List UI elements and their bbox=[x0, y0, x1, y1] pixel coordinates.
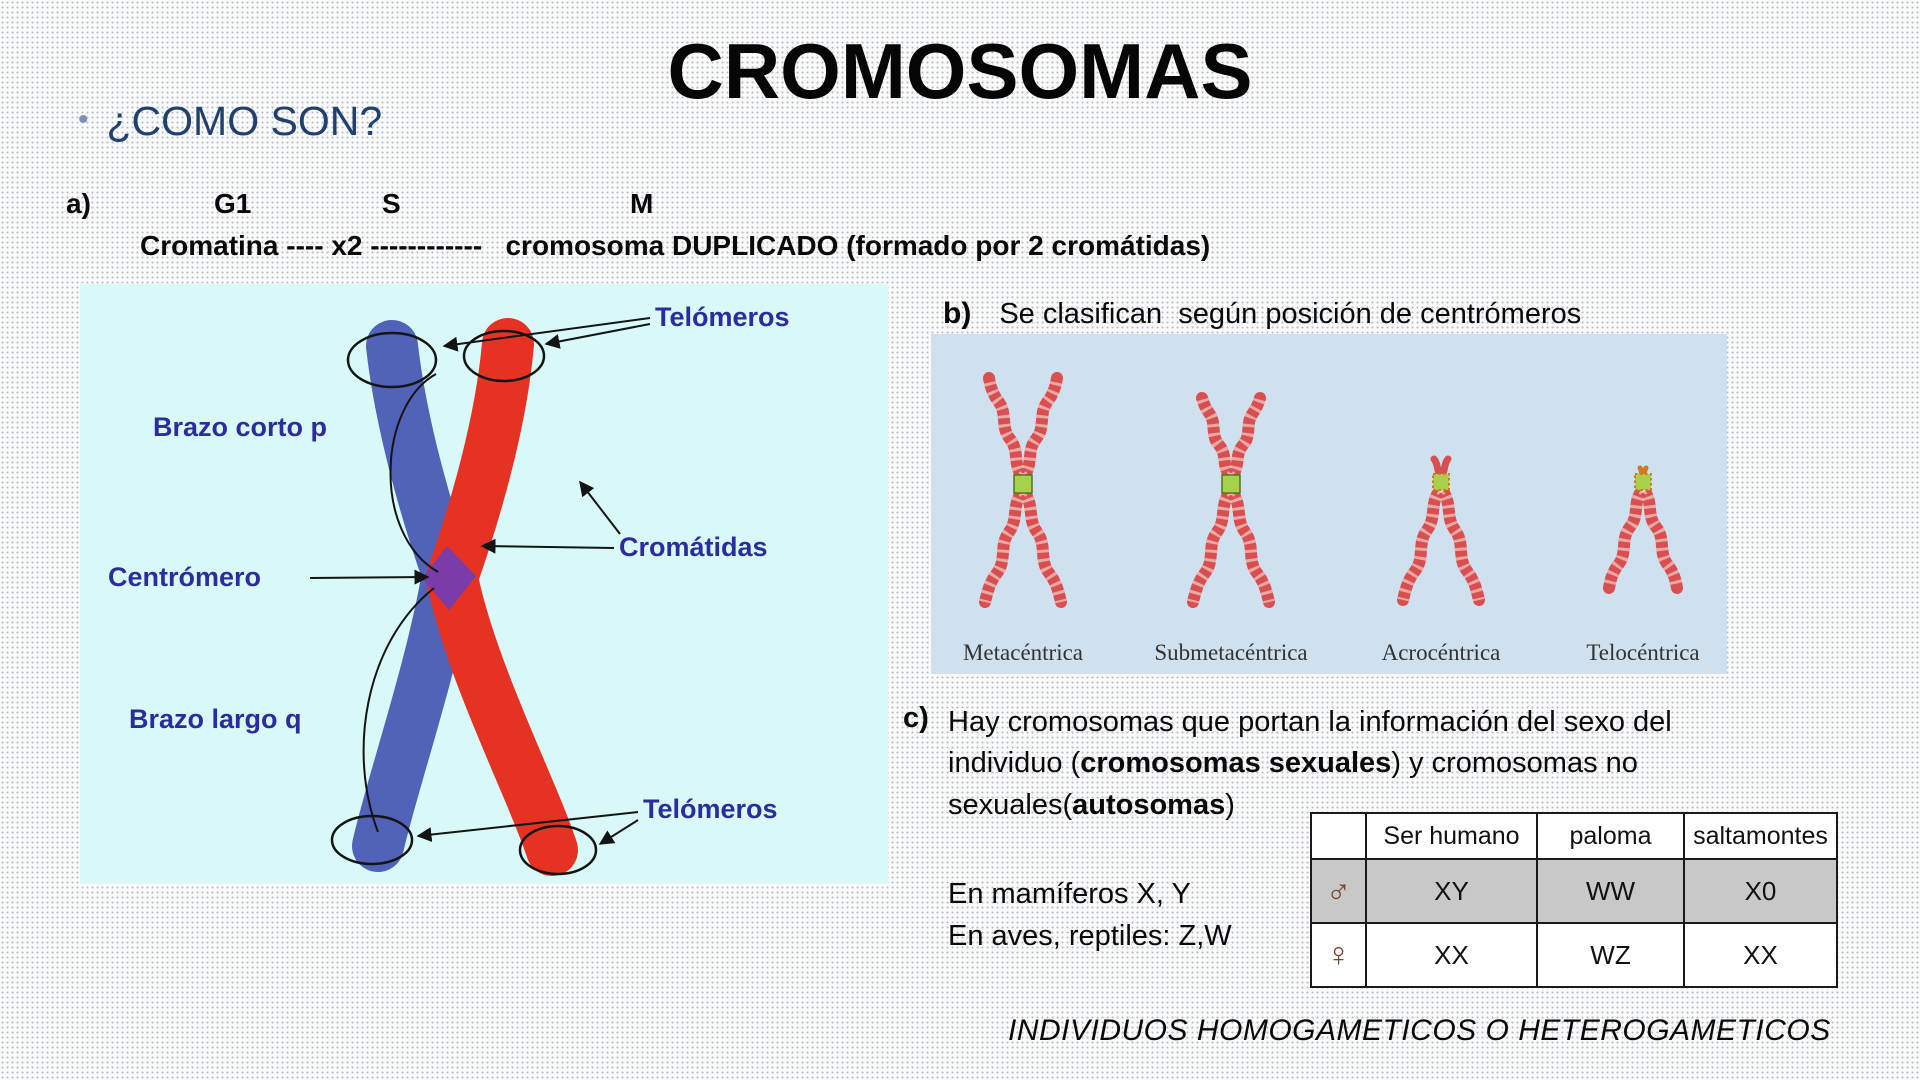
red-chromatid bbox=[425, 318, 578, 876]
cell-male-saltamontes: X0 bbox=[1683, 858, 1838, 924]
arrow-telomeros-top-2 bbox=[544, 323, 651, 349]
page-title: CROMOSOMAS bbox=[667, 27, 1253, 115]
long-arm-bracket bbox=[362, 587, 435, 833]
cell-male-paloma: WW bbox=[1536, 858, 1685, 924]
label-telomeros-bottom: Telómeros bbox=[643, 794, 778, 824]
centromere-shape bbox=[422, 546, 476, 610]
label-brazo-largo: Brazo largo q bbox=[129, 704, 302, 734]
telomere-ellipse-top-right bbox=[462, 329, 546, 383]
table-row-female: ♀ XX WZ XX bbox=[1310, 922, 1838, 988]
chromosome-acrocentric bbox=[1403, 459, 1479, 600]
label-brazo-corto: Brazo corto p bbox=[153, 412, 327, 442]
telomere-ellipse-bottom-right bbox=[518, 824, 598, 876]
label-metacentrica: Metacéntrica bbox=[963, 640, 1083, 665]
male-icon: ♂ bbox=[1325, 871, 1352, 910]
chromosome-telocentric bbox=[1609, 468, 1677, 588]
short-arm-bracket bbox=[389, 373, 439, 573]
section-c-label: c) bbox=[903, 702, 929, 734]
section-c-paragraph: Hay cromosomas que portan la información… bbox=[948, 702, 1748, 826]
section-b-header: b) Se clasifican según posición de centr… bbox=[943, 297, 1581, 331]
label-acrocentrica: Acrocéntrica bbox=[1382, 640, 1501, 665]
section-b-label: b) bbox=[943, 297, 972, 330]
female-icon: ♀ bbox=[1325, 935, 1352, 974]
phase-m: M bbox=[630, 188, 654, 219]
c-bold-cromosomas-sexuales: cromosomas sexuales bbox=[1080, 747, 1392, 780]
label-centromero: Centrómero bbox=[108, 562, 261, 592]
c-bold-autosomas: autosomas bbox=[1072, 788, 1226, 821]
question-text: ¿COMO SON? bbox=[106, 98, 383, 144]
c-text-1: Hay cromosomas que portan la información… bbox=[948, 706, 1672, 780]
label-telocentrica: Telocéntrica bbox=[1586, 640, 1699, 665]
arrow-telomeros-top-1 bbox=[442, 317, 651, 352]
birds-line: En aves, reptiles: Z,W bbox=[948, 920, 1232, 952]
process-line: Cromatina ---- x2 ------------ cromosoma… bbox=[140, 230, 1211, 261]
centromere-classification-svg: Metacéntrica Submetacéntrica Acrocéntric… bbox=[963, 334, 1700, 665]
centromere-green bbox=[1432, 473, 1450, 491]
centromere-green bbox=[1013, 474, 1033, 494]
cell-female-paloma: WZ bbox=[1536, 922, 1685, 988]
cell-female-saltamontes: XX bbox=[1683, 922, 1838, 988]
table-row-male: ♂ XY WW X0 bbox=[1310, 858, 1838, 924]
question-line: • ¿COMO SON? bbox=[78, 98, 382, 145]
chromosome-anatomy-diagram: Telómeros Brazo corto p Cromátidas Centr… bbox=[80, 284, 888, 884]
col-header-paloma: paloma bbox=[1536, 812, 1685, 860]
centromere-green bbox=[1634, 473, 1652, 491]
c-text-3: ) bbox=[1225, 788, 1235, 821]
centromere-classification-diagram: Metacéntrica Submetacéntrica Acrocéntric… bbox=[931, 334, 1727, 674]
chromosome-anatomy-svg: Telómeros Brazo corto p Cromátidas Centr… bbox=[108, 302, 790, 876]
c-text-2: ) y cromosomas no sexuales( bbox=[948, 747, 1638, 821]
corner-cell bbox=[1310, 812, 1367, 860]
phase-s: S bbox=[382, 188, 401, 219]
arrow-centromero bbox=[309, 569, 430, 585]
phase-g1: G1 bbox=[214, 188, 252, 219]
label-cromatidas: Cromátidas bbox=[619, 532, 768, 562]
footer-text: INDIVIDUOS HOMOGAMETICOS O HETEROGAMETIC… bbox=[1008, 1014, 1831, 1047]
chromosome-metacentric bbox=[985, 378, 1061, 602]
centromere-green bbox=[1221, 474, 1241, 494]
label-telomeros-top: Telómeros bbox=[655, 302, 790, 332]
col-header-saltamontes: saltamontes bbox=[1683, 812, 1838, 860]
mammals-line: En mamíferos X, Y bbox=[948, 878, 1191, 910]
table-header-row: Ser humano paloma saltamontes bbox=[1310, 812, 1838, 860]
sex-chromosome-table: Ser humano paloma saltamontes ♂ XY WW X0… bbox=[1310, 812, 1838, 988]
chromosome-submetacentric bbox=[1193, 398, 1269, 602]
section-a-label: a) bbox=[66, 188, 91, 219]
cell-female-humano: XX bbox=[1365, 922, 1538, 988]
bullet-icon: • bbox=[78, 102, 89, 136]
arrow-cromatidas-2 bbox=[480, 538, 615, 554]
cell-male-humano: XY bbox=[1365, 858, 1538, 924]
label-submetacentrica: Submetacéntrica bbox=[1154, 640, 1307, 665]
section-b-heading: Se clasifican según posición de centróme… bbox=[999, 298, 1582, 330]
col-header-humano: Ser humano bbox=[1365, 812, 1538, 860]
arrow-cromatidas-1 bbox=[579, 480, 621, 535]
telomere-ellipse-top-left bbox=[346, 331, 438, 389]
arrow-telomeros-bottom-1 bbox=[416, 811, 639, 842]
arrow-telomeros-bottom-2 bbox=[598, 819, 639, 845]
